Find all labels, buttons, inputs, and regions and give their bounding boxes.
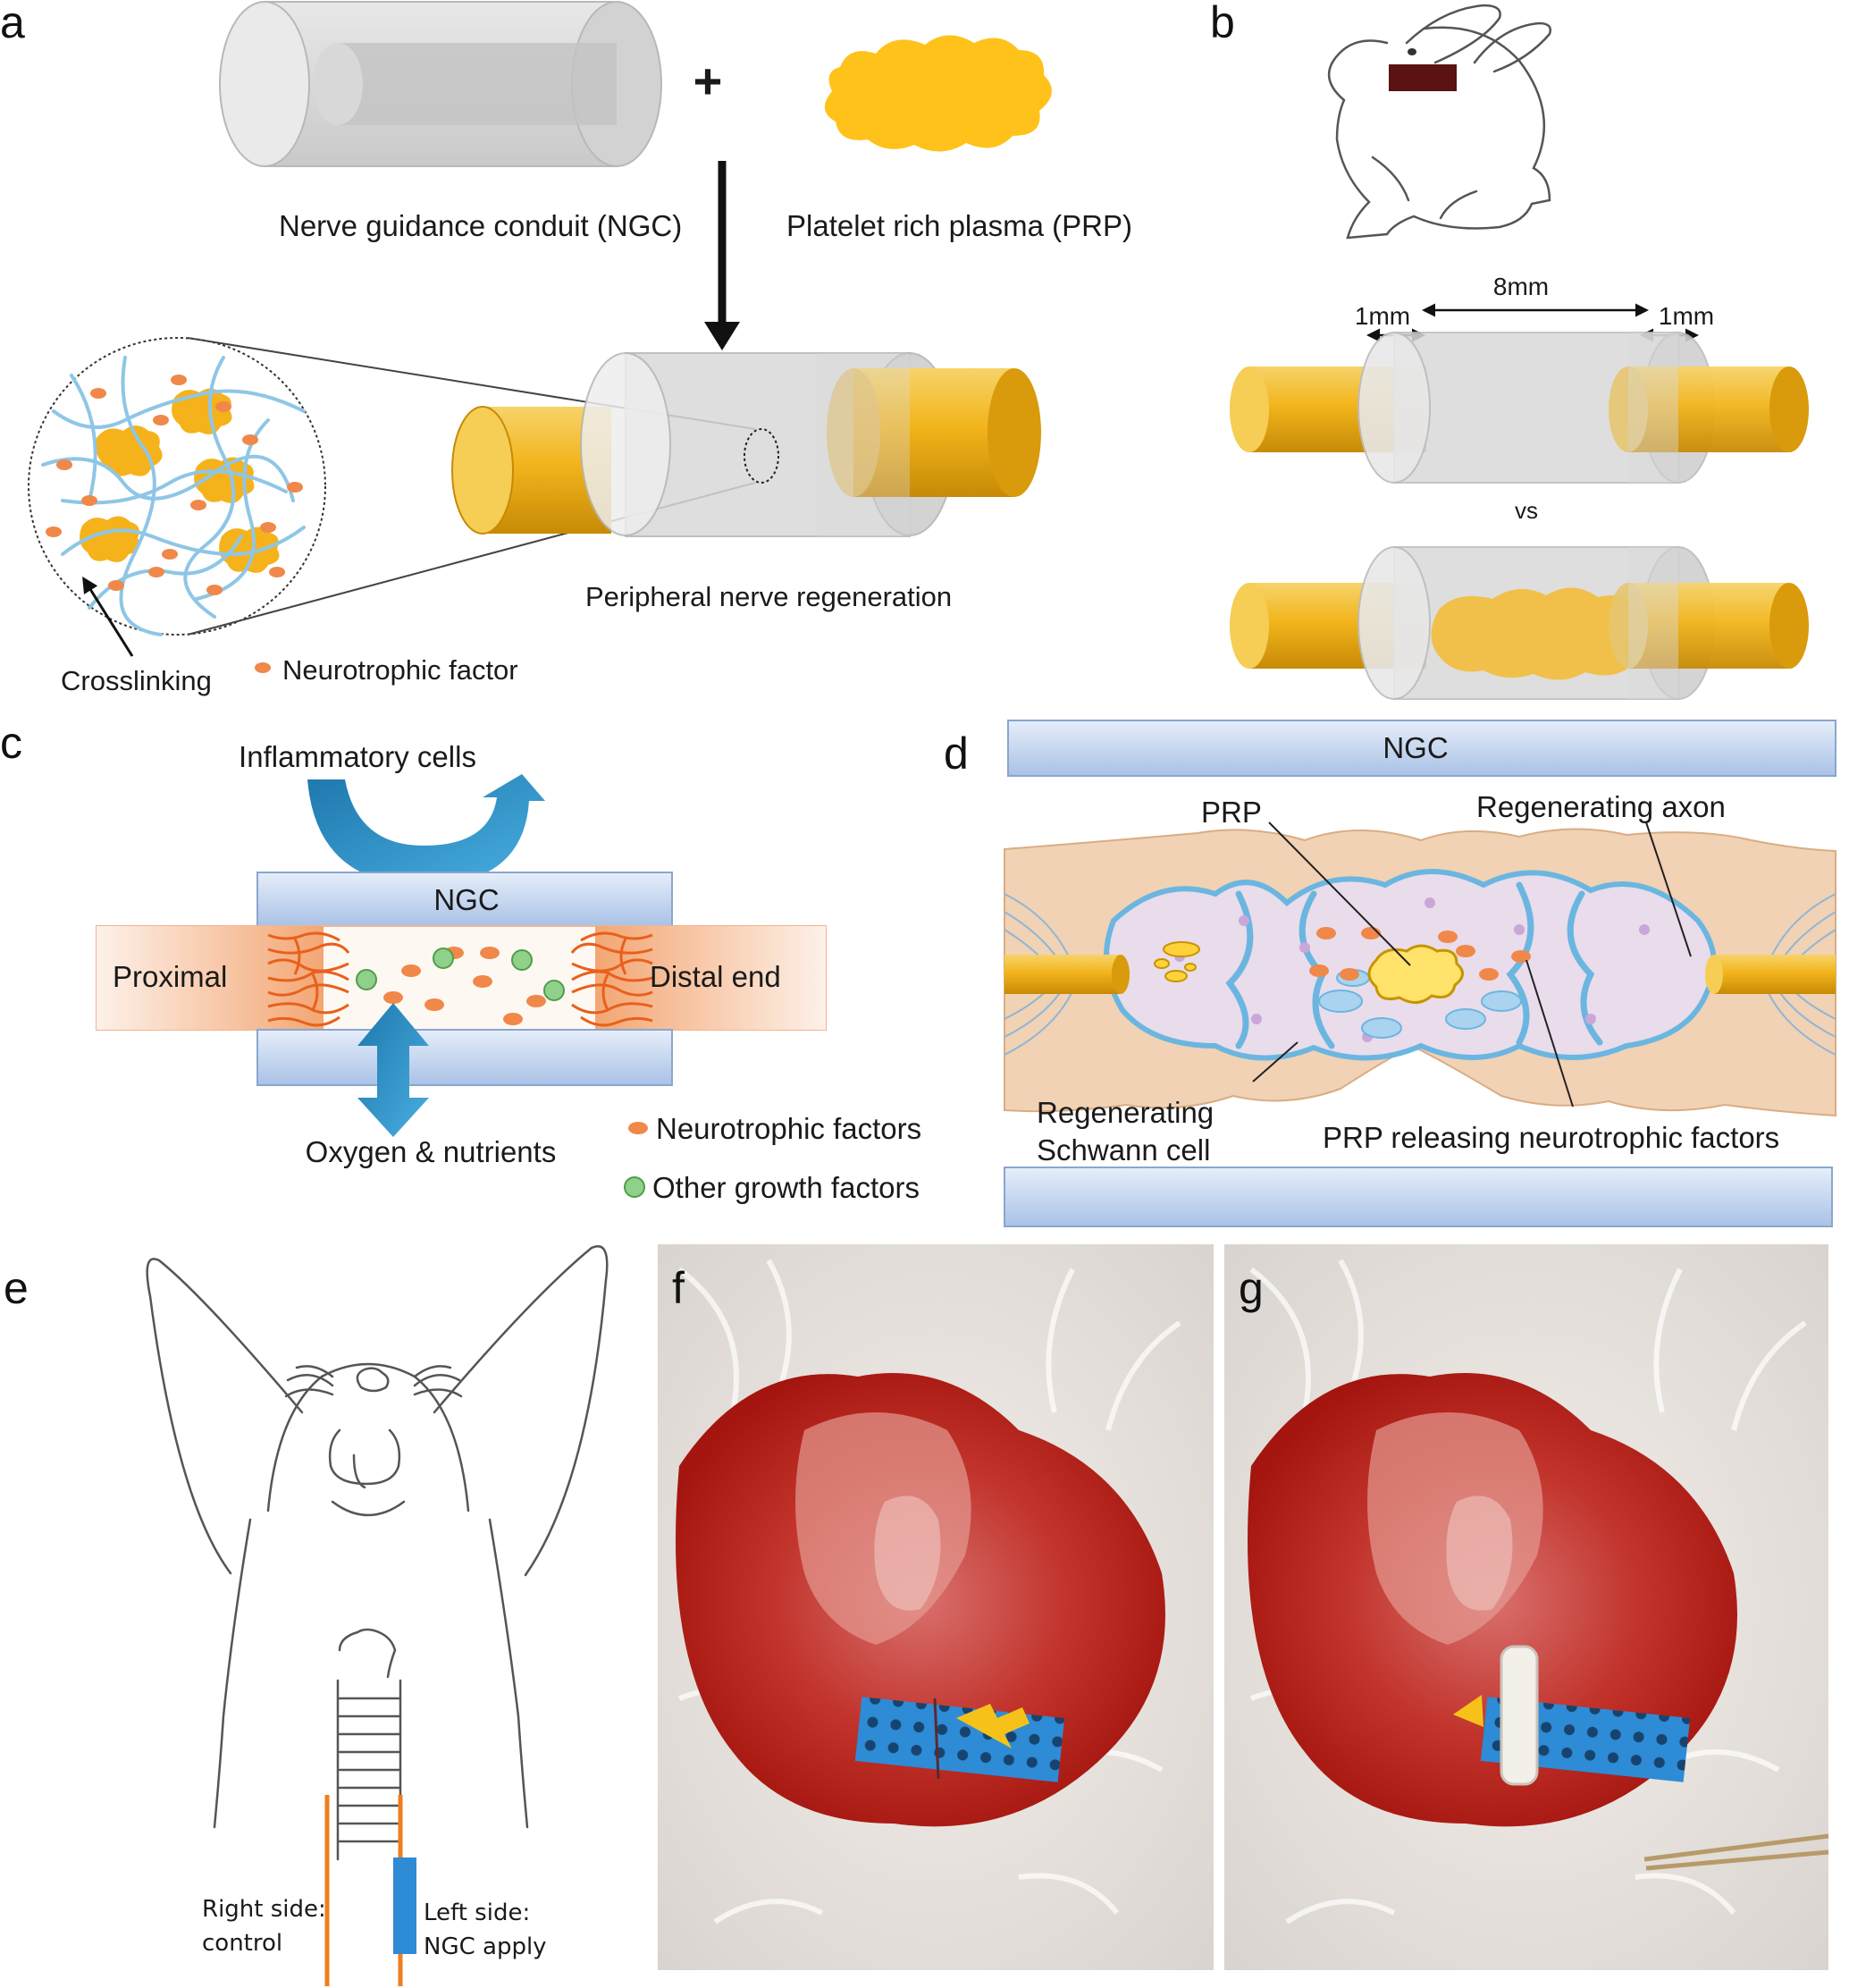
crosslinking-pointer xyxy=(82,576,134,657)
panel-letter-d: d xyxy=(944,729,969,779)
oxygen-nutrients-label: Oxygen & nutrients xyxy=(306,1135,557,1168)
panel-c: c Inflammatory cells NGC Proximal Distal… xyxy=(0,718,921,1204)
proximal-zone xyxy=(97,926,324,1030)
rabbit-muzzle-band xyxy=(1389,64,1457,91)
forceps-tip xyxy=(1643,1833,1829,1871)
regeneration-conduit-illustration xyxy=(451,352,1041,537)
left-overlap-label: 1mm xyxy=(1355,302,1410,330)
regeneration-label: Peripheral nerve regeneration xyxy=(585,581,952,612)
panel-a: a + Nerve guidance conduit (NGC) Platele… xyxy=(0,0,1132,696)
prp-releasing-label: PRP releasing neurotrophic factors xyxy=(1323,1121,1779,1154)
ngc-tube-illustration xyxy=(219,1,662,167)
ngc-applied-marker xyxy=(393,1857,416,1954)
ngc-wall-label: NGC xyxy=(1383,731,1448,764)
regenerating-axon-label: Regenerating axon xyxy=(1476,790,1726,823)
crosslinking-zoom-circle xyxy=(28,337,326,636)
panel-letter-a: a xyxy=(0,0,25,47)
distal-end-label: Distal end xyxy=(650,960,781,993)
schwann-pointer xyxy=(1252,1041,1299,1082)
prp-central-blob xyxy=(1367,944,1464,1004)
rabbit-eye-icon xyxy=(1408,48,1416,55)
proximal-stump-end xyxy=(1112,955,1130,994)
legend-other-growth-label: Other growth factors xyxy=(652,1171,920,1204)
ngc-tube-in-situ xyxy=(1500,1645,1539,1786)
vs-label: vs xyxy=(1515,497,1538,524)
neurotrophic-factor-label: Neurotrophic factor xyxy=(282,654,518,686)
schwann-label-line2: Schwann cell xyxy=(1037,1133,1210,1167)
combine-arrow-head xyxy=(704,322,740,350)
neurotrophic-legend-marker xyxy=(255,662,271,673)
ngc-top-wall xyxy=(1007,720,1836,777)
ngc-bottom-wall xyxy=(1004,1167,1833,1227)
panel-letter-g: g xyxy=(1239,1263,1264,1313)
released-neurotrophic-factors xyxy=(1309,927,1531,981)
panel-b: b 8mm 1mm 1mm vs xyxy=(1210,0,1809,700)
rabbit-neck-sketch xyxy=(146,1245,609,1861)
distal-fibers xyxy=(570,931,653,1027)
proximal-fibers xyxy=(267,931,350,1027)
panel-g-surgical-photo: g xyxy=(1224,1244,1829,1970)
distal-nerve-stump xyxy=(1714,955,1836,994)
prp-label: Platelet rich plasma (PRP) xyxy=(786,209,1132,242)
channel-neurotrophic-factors xyxy=(383,947,546,1025)
left-side-label-line1: Left side: xyxy=(424,1900,530,1926)
releasing-pointer xyxy=(1525,959,1574,1108)
legend-neurotrophic-marker xyxy=(628,1122,648,1134)
axon-pointer xyxy=(1645,821,1692,957)
ngc-bottom-bar xyxy=(256,1029,673,1086)
conduit-empty-illustration xyxy=(1230,332,1809,484)
panel-e: e Right si xyxy=(4,1245,609,1986)
inflammatory-curved-arrow xyxy=(307,774,545,885)
panel-letter-b: b xyxy=(1210,0,1235,47)
left-side-label-line2: NGC apply xyxy=(424,1933,547,1960)
distal-stump-end xyxy=(1705,955,1723,994)
schwann-label-line1: Regenerating xyxy=(1037,1096,1214,1129)
nerve-pointer-arrow xyxy=(956,1704,1030,1748)
prp-pointer-label: PRP xyxy=(1201,796,1262,829)
prp-pointer xyxy=(1268,821,1411,966)
panel-letter-c: c xyxy=(0,718,22,768)
panel-letter-e: e xyxy=(4,1263,29,1313)
panel-letter-f: f xyxy=(672,1263,685,1313)
right-side-label-line2: control xyxy=(202,1930,282,1957)
legend-growth-marker xyxy=(624,1176,645,1198)
panel-d: d NGC xyxy=(944,720,1836,1227)
distal-zone xyxy=(595,926,826,1030)
rabbit-sketch xyxy=(1327,4,1551,240)
panel-f-surgical-photo: f xyxy=(658,1244,1214,1970)
prp-fragments xyxy=(1154,941,1200,982)
gap-length-label: 8mm xyxy=(1493,273,1549,300)
proximal-nerve-stump xyxy=(1004,955,1121,994)
ngc-top-bar xyxy=(256,872,673,927)
conduit-prp-illustration xyxy=(1230,546,1809,700)
ngc-top-label: NGC xyxy=(433,883,499,916)
proximal-label: Proximal xyxy=(113,960,227,993)
right-overlap-label: 1mm xyxy=(1659,302,1714,330)
legend-neurotrophic-label: Neurotrophic factors xyxy=(656,1112,921,1145)
channel-growth-factors xyxy=(356,948,565,1001)
right-side-label-line1: Right side: xyxy=(202,1896,326,1923)
crosslinking-label: Crosslinking xyxy=(61,665,212,696)
prp-cloud-illustration xyxy=(824,35,1052,152)
ngc-label: Nerve guidance conduit (NGC) xyxy=(279,209,682,242)
ngc-pointer-triangle xyxy=(1453,1695,1483,1727)
inflammatory-cells-label: Inflammatory cells xyxy=(239,740,476,773)
oxygen-double-arrow xyxy=(357,1003,429,1137)
plus-sign: + xyxy=(693,53,723,109)
